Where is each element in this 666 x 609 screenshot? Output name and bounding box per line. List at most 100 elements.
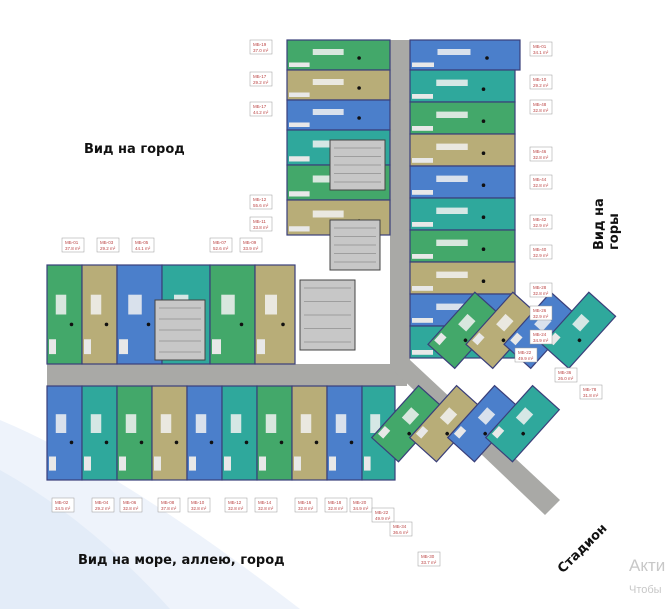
activation-watermark-text: Чтобы [629, 584, 662, 596]
bathroom [453, 425, 467, 439]
unit-area: 32.8 m² [533, 155, 549, 160]
unit-area: 33.8 m² [253, 225, 269, 230]
apartment-unit [409, 39, 521, 71]
unit-area: 55.6 m² [253, 203, 269, 208]
unit-id: МБ-18 [328, 500, 342, 505]
bed-icon [515, 407, 534, 425]
marker-dot [104, 322, 109, 327]
unit-id: МБ-06 [123, 500, 137, 505]
bed-icon [436, 239, 468, 246]
bed-icon [55, 294, 67, 315]
unit-area: 32.8 m² [123, 506, 139, 511]
bathroom [189, 456, 196, 471]
bed-icon [477, 407, 496, 425]
bathroom [49, 339, 56, 355]
unit-id: МБ-08 [161, 500, 175, 505]
unit-label-box [529, 305, 553, 321]
unit-id: МБ-17 [253, 104, 267, 109]
unit-id: МБ-24 [533, 332, 547, 337]
unit-id: МБ-78 [583, 387, 597, 392]
bed-icon [436, 111, 468, 118]
unit-label-box [91, 497, 115, 513]
apartment-unit [409, 229, 516, 263]
bathroom [289, 122, 310, 127]
unit-label-box [254, 497, 278, 513]
bed-icon [160, 414, 172, 433]
unit-area: 29.2 m² [100, 246, 116, 251]
bed-icon [496, 313, 514, 332]
bathroom [412, 318, 433, 323]
bed-icon [55, 414, 67, 433]
apartment-unit [254, 264, 296, 365]
unit-id: МБ-28 [533, 285, 547, 290]
apartment-unit [484, 384, 561, 463]
unit-area: 44.2 m² [253, 110, 269, 115]
marker-dot [209, 440, 214, 445]
bed-icon [230, 414, 242, 433]
unit-label-box [294, 497, 318, 513]
bed-icon [128, 294, 142, 315]
bathroom [412, 286, 433, 291]
unit-area: 32.9 m² [533, 223, 549, 228]
unit-id: МБ-11 [253, 219, 266, 224]
unit-id: МБ-42 [533, 217, 547, 222]
apartment-unit [151, 385, 188, 481]
unit-id: МБ-22 [518, 350, 532, 355]
marker-dot [481, 119, 486, 123]
unit-label-box [224, 497, 248, 513]
bathroom [289, 62, 310, 67]
core [154, 299, 206, 361]
unit-area: 44.1 m² [135, 246, 151, 251]
unit-id: МБ-10 [533, 77, 547, 82]
bed-icon [436, 175, 468, 182]
unit-id: МБ-46 [533, 149, 547, 154]
marker-dot [485, 56, 489, 60]
unit-label-box [554, 367, 578, 383]
apartment-unit [81, 264, 118, 365]
activation-watermark-title: Акти [629, 556, 666, 575]
unit-id: МБ-12 [228, 500, 242, 505]
unit-id: МБ-30 [421, 554, 435, 559]
bed-icon [439, 407, 458, 425]
bathroom [154, 456, 161, 471]
apartment-unit [409, 101, 516, 135]
unit-area: 37.8 m² [161, 506, 177, 511]
corridor-vertical [390, 40, 410, 380]
marker-dot [357, 116, 361, 120]
bathroom [434, 332, 447, 346]
bed-icon [265, 414, 277, 433]
apartment-unit [116, 385, 153, 481]
core [329, 139, 386, 191]
bathroom [259, 456, 266, 471]
unit-label-box [529, 146, 553, 162]
bed-icon [436, 143, 468, 150]
bathroom [289, 156, 310, 162]
unit-area: 32.8 m² [533, 183, 549, 188]
bathroom [212, 339, 221, 355]
bed-icon [195, 414, 207, 433]
bed-icon [458, 313, 476, 332]
unit-label-box [579, 384, 603, 400]
unit-area: 32.8 m² [533, 108, 549, 113]
marker-dot [349, 440, 354, 445]
marker-dot [314, 440, 319, 445]
unit-area: 33.7 m² [421, 560, 437, 565]
unit-id: МБ-01 [65, 240, 79, 245]
unit-id: МБ-04 [95, 500, 109, 505]
apartment-unit [209, 264, 256, 365]
unit-id: МБ-03 [100, 240, 114, 245]
unit-area: 34.1 m² [533, 50, 549, 55]
